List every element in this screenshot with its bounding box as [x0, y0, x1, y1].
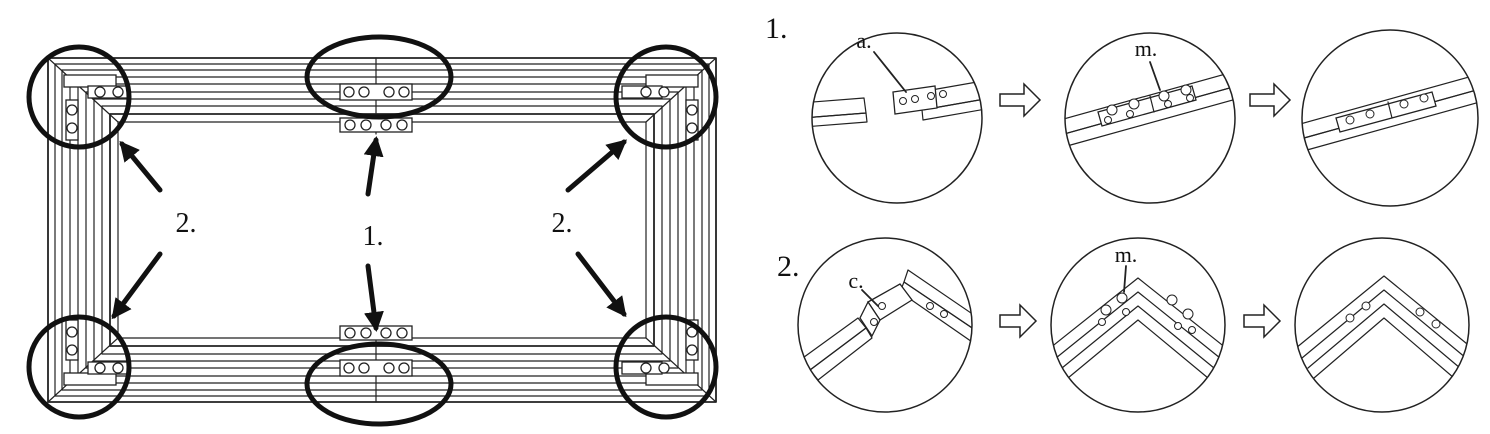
joint-highlight-top — [304, 34, 454, 120]
corner-highlight-top-left — [26, 44, 132, 150]
arrow-top-center — [363, 136, 384, 197]
step-2-arrow-2 — [1243, 303, 1282, 339]
step-1-arrow-1 — [999, 82, 1042, 118]
step-1-screw-label: m. — [1135, 36, 1158, 61]
step-1-detail-before — [811, 32, 983, 204]
corner-highlight-bottom-left — [26, 314, 132, 420]
corner-highlight-bottom-right — [613, 314, 719, 420]
label-corner-left: 2. — [176, 208, 197, 239]
step-2-number: 2. — [777, 250, 800, 283]
step-2-detail-before — [797, 237, 973, 413]
joint-highlight-bottom — [304, 341, 454, 427]
arrow-top-left — [119, 140, 163, 193]
label-corner-right: 2. — [552, 208, 573, 239]
step-2-detail-done — [1294, 237, 1470, 413]
label-joint-center: 1. — [363, 221, 384, 252]
step-2-screw-label: m. — [1115, 242, 1138, 267]
step-1-part-label: a. — [856, 28, 871, 53]
step-1-detail-done — [1301, 29, 1479, 207]
highlight-markers — [26, 34, 719, 427]
pointer-arrows — [111, 136, 628, 332]
step-2-arrow-1 — [999, 303, 1038, 339]
arrow-top-right — [565, 139, 628, 193]
arrow-bottom-center — [364, 263, 384, 332]
step-2-detail-screwing — [1050, 237, 1226, 413]
step-1-number: 1. — [765, 12, 788, 45]
arrow-bottom-right — [575, 251, 627, 318]
arrow-bottom-left — [111, 251, 163, 320]
corner-highlight-top-right — [613, 44, 719, 150]
frame-overview — [47, 57, 717, 403]
frame-screws — [66, 86, 698, 374]
step-1-arrow-2 — [1249, 82, 1292, 118]
step-2-part-label: c. — [848, 268, 863, 293]
